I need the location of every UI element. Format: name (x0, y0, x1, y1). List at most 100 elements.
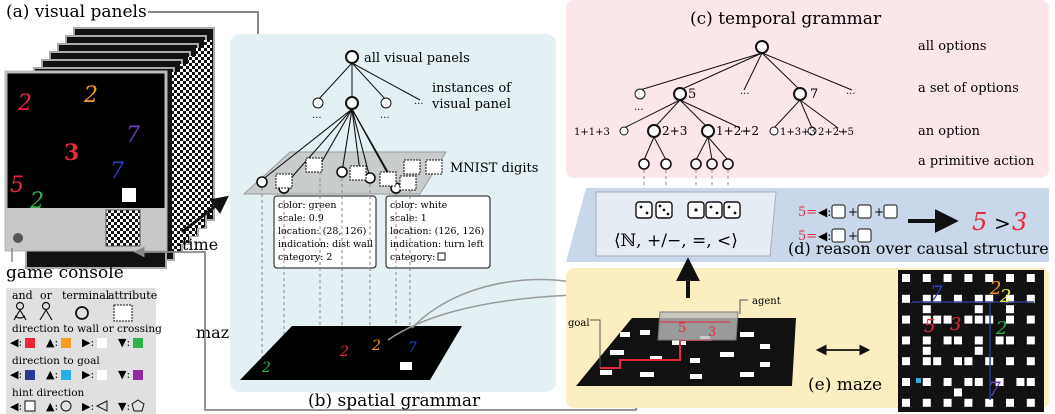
visual-panels-leader (148, 11, 259, 40)
maze-cell (974, 305, 983, 314)
visual-panels-label: (a) visual panels (6, 2, 147, 22)
svg-text:...: ... (634, 102, 644, 113)
panel-digit: 2 (83, 83, 98, 108)
time-label: time (182, 235, 218, 254)
attribute-box-green: color: green scale: 0.9 location: (28, 1… (273, 195, 377, 269)
temporal-grammar-label: (c) temporal grammar (690, 9, 882, 29)
legend-hint: hint direction (12, 387, 85, 399)
maze-cell (922, 274, 931, 282)
maze-cell (974, 378, 983, 386)
maze-cell (995, 378, 1004, 386)
maze-cell (964, 378, 973, 386)
legend-dir-goal: direction to goal (12, 355, 100, 367)
maze-cell (1026, 274, 1035, 282)
maze-cell (933, 357, 942, 366)
maze-cell (922, 294, 931, 303)
maze-arrow-label: maze (196, 323, 239, 342)
primitive-action-label: a primitive action (918, 154, 1035, 169)
svg-text:▼:: ▼: (118, 400, 130, 413)
maze-cell (995, 336, 1004, 345)
legend-attribute: attribute (108, 289, 157, 302)
spatial-base-panel: 2 2 2 7 (240, 326, 462, 380)
instances-label-1: instances of (432, 81, 512, 96)
svg-text:5=: 5= (798, 229, 817, 244)
maze-cell (974, 336, 983, 345)
maze-cell (1026, 378, 1035, 386)
maze-cell (954, 388, 962, 397)
maze-cell (933, 294, 942, 303)
maze-cell (1006, 315, 1014, 324)
panel-digit: 7 (126, 123, 140, 148)
svg-text:7: 7 (408, 340, 417, 356)
reason-equations: 5= ◀: + + 5= ◀: + (798, 204, 898, 244)
maze-cell (902, 315, 910, 324)
maze-cell (985, 315, 994, 324)
option-1-2-2: 1+2+2 (716, 124, 759, 138)
svg-text:5=: 5= (798, 205, 817, 220)
maze-cell (902, 274, 910, 282)
svg-text:...: ... (380, 110, 390, 121)
svg-text:category:: category: (390, 252, 435, 263)
option-1-1-3: 1+1+3 (574, 127, 610, 138)
maze-cell (1006, 274, 1014, 282)
option-2-3: 2+3 (662, 124, 687, 138)
maze-cell (985, 274, 994, 282)
svg-text:>: > (994, 211, 1011, 235)
maze-cell (922, 346, 931, 355)
maze-cell (922, 336, 931, 345)
an-option-label: an option (918, 124, 981, 139)
svg-text:▼:: ▼: (118, 336, 130, 349)
svg-text:2: 2 (989, 278, 1001, 299)
dir-goal-swatches: ◀: ▲: ▶: ▼: (10, 368, 143, 381)
panel-digit: 3 (64, 140, 79, 166)
svg-text:+: + (874, 205, 884, 219)
maze-cell (964, 357, 973, 366)
attribute-node-icon (113, 304, 133, 322)
temporal-tree: ... ... ... 5 7 ... ... 1+1+3 2+3 1+2+2 … (574, 39, 1035, 198)
maze-cell (1006, 398, 1014, 407)
svg-text:2: 2 (261, 360, 271, 376)
maze-cell (922, 378, 931, 386)
panel-digit: 5 (10, 173, 24, 198)
node-5: 5 (688, 87, 696, 102)
front-visual-panel: 2 2 3 7 7 5 2 (4, 70, 168, 252)
legend-terminal: terminal (62, 289, 110, 302)
reason-label: (d) reason over causal structure (788, 239, 1049, 258)
maze-cell (954, 294, 962, 303)
maze-cell (974, 346, 983, 355)
svg-text:...: ... (740, 124, 750, 135)
svg-text:...: ... (846, 86, 856, 97)
svg-text:7: 7 (988, 377, 1001, 401)
node-7: 7 (810, 87, 818, 102)
svg-text:color: green: color: green (278, 200, 337, 211)
maze-cell (954, 336, 962, 345)
svg-text:◀:: ◀: (10, 400, 22, 413)
maze-cell (1026, 315, 1035, 324)
hint-shapes: ◀: ▲: ▶: ▼: (10, 399, 145, 413)
maze-cell (1006, 336, 1014, 345)
terminal-node-icon (75, 306, 89, 320)
spatial-grammar-label: (b) spatial grammar (308, 391, 481, 411)
maze-label: (e) maze (808, 375, 882, 395)
svg-text:▼:: ▼: (118, 368, 130, 381)
maze-cell (1006, 294, 1014, 303)
svg-text:...: ... (740, 86, 750, 97)
maze-cell (922, 357, 931, 366)
svg-text:3: 3 (708, 325, 716, 340)
legend-dir-wall: direction to wall or crossing (12, 323, 162, 335)
svg-text:color: white: color: white (390, 200, 448, 211)
svg-text:▶:: ▶: (82, 368, 94, 381)
maze-cell (922, 305, 931, 314)
svg-text:3: 3 (1012, 208, 1027, 236)
formula: ⟨ℕ, +/−, =, <⟩ (614, 231, 738, 251)
set-of-options-label: a set of options (918, 81, 1019, 96)
svg-text:3: 3 (950, 314, 961, 335)
panel-digit: 2 (29, 189, 44, 214)
svg-text:location: (126, 126): location: (126, 126) (390, 226, 484, 237)
svg-text:location: (28, 126): location: (28, 126) (278, 226, 366, 237)
maze-cell (902, 378, 910, 386)
game-console-label: game console (6, 263, 124, 283)
time-arrow (181, 195, 229, 234)
temporal-grammar-panel (566, 0, 1049, 178)
maze-cell (1006, 305, 1014, 314)
